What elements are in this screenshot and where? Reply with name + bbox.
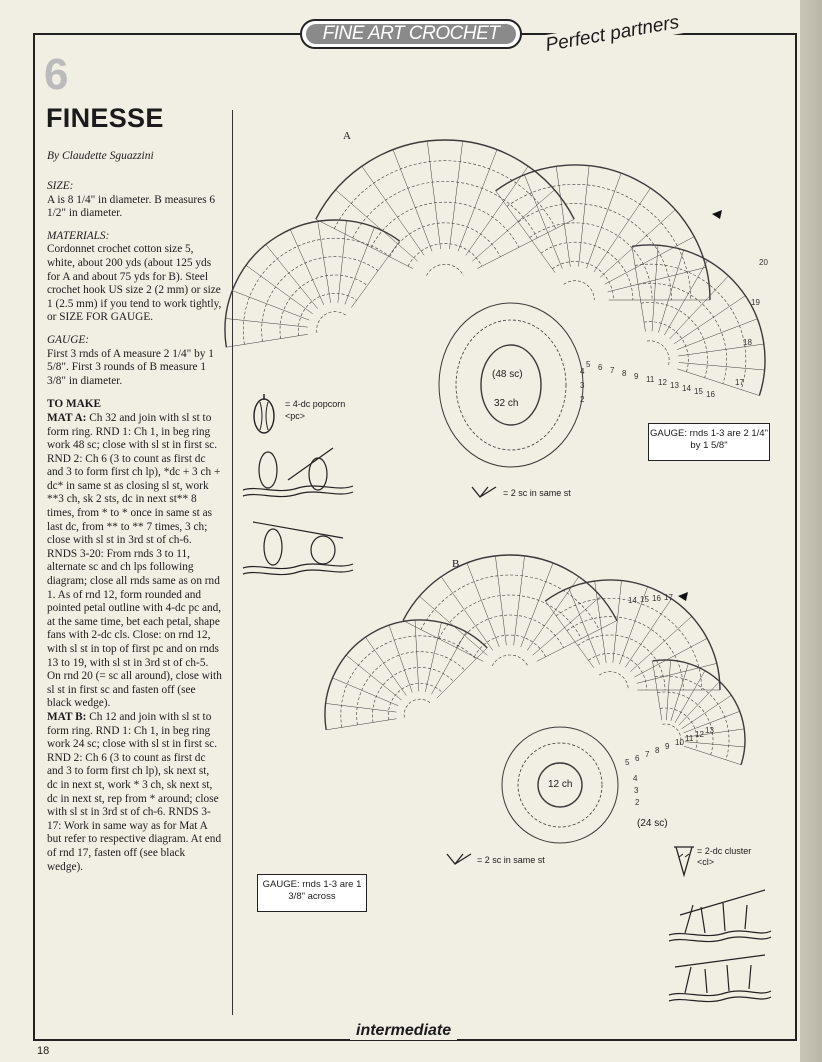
diagram-b-round-number: 14 xyxy=(628,596,637,605)
diagram-a-petal xyxy=(315,139,575,276)
diagram-a-round-number: 18 xyxy=(743,338,752,347)
mat-b-instructions: MAT B: Ch 12 and join with sl st to form… xyxy=(47,711,222,874)
diagram-b-ring xyxy=(501,726,619,844)
column-divider xyxy=(232,110,233,1015)
materials-text: Cordonnet crochet cotton size 5, white, … xyxy=(47,243,222,324)
diagram-a-round-number: 3 xyxy=(580,381,585,390)
diagram-a-round-number: 2 xyxy=(580,395,585,404)
diagram-b-label: B xyxy=(452,558,460,570)
diagram-a-round-number: 17 xyxy=(735,378,744,387)
gauge-box-b: GAUGE: rnds 1-3 are 1 3/8" across xyxy=(257,874,367,912)
diagram-a-center-ch: 32 ch xyxy=(494,398,519,409)
cluster-symbol-icon xyxy=(674,846,694,878)
diagram-a-round-number: 8 xyxy=(622,369,627,378)
diagram-a-ring xyxy=(438,302,584,468)
diagram-a-round-number: 6 xyxy=(598,363,603,372)
pattern-number: 6 xyxy=(44,50,69,99)
magazine-banner: FINE ART CROCHET xyxy=(300,19,522,49)
diagram-b-round-number: 9 xyxy=(665,742,670,751)
diagram-b-round-number: 10 xyxy=(675,738,684,747)
popcorn-legend: = 4-dc popcorn <pc> xyxy=(285,399,346,421)
fasten-off-wedge-a xyxy=(712,210,722,219)
diagram-a-round-number: 15 xyxy=(694,387,703,396)
diagram-b-ring xyxy=(517,742,603,828)
diagram-a-round-number: 9 xyxy=(634,372,639,381)
page-edge xyxy=(800,0,822,1062)
diagram-a-round-number: 20 xyxy=(759,258,768,267)
diagram-a-center-ring xyxy=(480,344,542,426)
diagram-a-round-number: 11 xyxy=(646,375,655,384)
cluster-legend: = 2-dc cluster <cl> xyxy=(697,846,752,867)
diagram-a-round-number: 7 xyxy=(610,366,615,375)
diagram-b-petal xyxy=(324,619,488,731)
cluster-hook-illustration xyxy=(668,889,772,1003)
page-number: 18 xyxy=(37,1045,50,1057)
fasten-off-wedge-b xyxy=(678,592,688,601)
popcorn-symbol-icon xyxy=(253,394,275,434)
diagram-b-center-sc: (24 sc) xyxy=(637,818,668,829)
diagram-a-petal xyxy=(631,244,766,396)
banner-title: FINE ART CROCHET xyxy=(322,23,500,44)
materials-heading: MATERIALS: xyxy=(47,229,110,242)
skill-level-badge: intermediate xyxy=(350,1022,458,1040)
diagram-b-petal xyxy=(544,579,721,691)
diagram-a-petal xyxy=(495,164,711,301)
diagram-b-round-number: 5 xyxy=(625,758,630,767)
diagram-a-round-number: 5 xyxy=(586,360,591,369)
two-sc-symbol-icon xyxy=(471,486,497,499)
diagram-a-ring xyxy=(455,319,567,451)
popcorn-hook-illustration xyxy=(242,447,354,576)
diagram-b-round-number: 15 xyxy=(640,595,649,604)
diagram-a-center-sc: (48 sc) xyxy=(492,369,523,380)
instructions-column: SIZE: A is 8 1/4" in diameter. B measure… xyxy=(47,180,222,874)
diagram-a-round-number: 16 xyxy=(706,390,715,399)
diagram-a-round-number: 19 xyxy=(751,298,760,307)
gauge-box-a: GAUGE: rnds 1-3 are 2 1/4" by 1 5/8" xyxy=(648,423,770,461)
diagram-b-round-number: 12 xyxy=(695,730,704,739)
diagram-b-round-number: 3 xyxy=(634,786,639,795)
diagram-a-label: A xyxy=(343,130,351,142)
diagram-a-round-number: 13 xyxy=(670,381,679,390)
two-sc-legend-b: = 2 sc in same st xyxy=(477,855,545,865)
diagram-a-round-number: 4 xyxy=(580,367,585,376)
to-make-heading: TO MAKE xyxy=(47,398,102,411)
size-heading: SIZE: xyxy=(47,180,74,192)
two-sc-legend-a: = 2 sc in same st xyxy=(503,488,571,498)
diagram-b-round-number: 7 xyxy=(645,750,650,759)
diagram-b-round-number: 16 xyxy=(652,594,661,603)
diagram-b-petal xyxy=(652,659,746,765)
two-sc-symbol-icon xyxy=(446,853,472,866)
pattern-byline: By Claudette Sguazzini xyxy=(47,150,154,162)
mat-b-label: MAT B: xyxy=(47,710,87,723)
pattern-title: FINESSE xyxy=(46,103,164,133)
diagram-a-round-number: 12 xyxy=(658,378,667,387)
diagram-b-center-ring xyxy=(537,762,583,808)
diagram-b-round-number: 2 xyxy=(635,798,640,807)
diagram-b-petal xyxy=(402,554,618,667)
diagram-a-petal xyxy=(224,219,401,348)
diagram-b-round-number: 17 xyxy=(664,593,673,602)
mat-a-label: MAT A: xyxy=(47,411,87,424)
diagram-b-round-number: 4 xyxy=(633,774,638,783)
diagram-b-round-number: 13 xyxy=(705,726,714,735)
diagram-b-round-number: 6 xyxy=(635,754,640,763)
gauge-heading: GAUGE: xyxy=(47,333,90,346)
size-text: A is 8 1/4" in diameter. B measures 6 1/… xyxy=(47,193,216,220)
gauge-text: First 3 rnds of A measure 2 1/4" by 1 5/… xyxy=(47,347,214,387)
diagram-b-round-number: 11 xyxy=(685,734,694,743)
diagram-a-round-number: 14 xyxy=(682,384,691,393)
mat-a-text: Ch 32 and join with sl st to form ring. … xyxy=(47,411,222,710)
diagram-b-center-ch: 12 ch xyxy=(548,779,573,790)
diagram-b-round-number: 8 xyxy=(655,746,660,755)
magazine-page xyxy=(0,0,800,1062)
mat-a-instructions: MAT A: Ch 32 and join with sl st to form… xyxy=(47,412,222,711)
mat-b-text: Ch 12 and join with sl st to form ring. … xyxy=(47,710,222,873)
